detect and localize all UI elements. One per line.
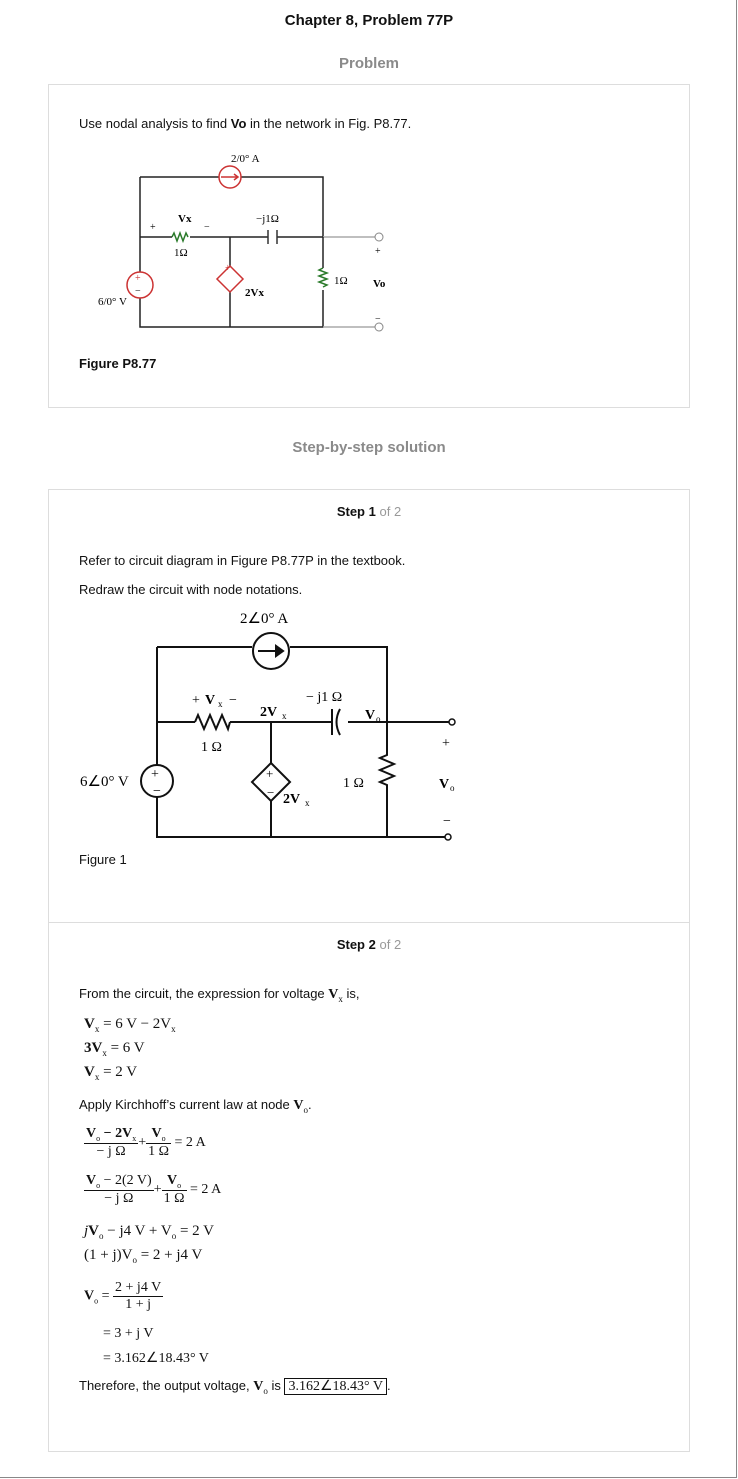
- svg-text:−: −: [135, 286, 141, 297]
- p-vx-label: Vx: [178, 213, 192, 225]
- svg-text:−: −: [375, 314, 381, 325]
- svg-text:+: +: [151, 767, 159, 782]
- svg-text:x: x: [305, 798, 310, 808]
- problem-statement: Use nodal analysis to find Vo in the net…: [79, 116, 412, 131]
- s1-current-source-label: 2∠0° A: [240, 611, 288, 627]
- kcl-eq-6: = 3 + j V: [103, 1326, 154, 1341]
- svg-text:o: o: [450, 783, 455, 793]
- problem-heading: Problem: [338, 55, 399, 72]
- step1-line2: Redraw the circuit with node notations.: [79, 582, 303, 597]
- p-dep-source-label: 2Vx: [245, 287, 264, 299]
- svg-text:+: +: [225, 263, 231, 274]
- step1-line1: Refer to circuit diagram in Figure P8.77…: [79, 553, 406, 568]
- eq-vx-1: Vx = 6 V − 2Vx: [84, 1016, 176, 1034]
- problem-circuit: 2/0° A Vx + − 1Ω −j1Ω + 2Vx 1Ω Vo + − + …: [98, 153, 386, 332]
- step1-circuit: 2∠0° A + V x − 1 Ω 2V x − j1 Ω V o 1 Ω +…: [80, 611, 456, 841]
- s1-voltage-source-label: 6∠0° V: [80, 774, 129, 790]
- eq-vx-2: 3Vx = 6 V: [84, 1040, 145, 1058]
- s1-node-2vx-label: 2V: [260, 705, 277, 720]
- svg-text:+: +: [192, 693, 200, 708]
- s1-dep-source-label: 2V: [283, 792, 300, 807]
- p-vo-label: Vo: [373, 278, 386, 290]
- svg-text:o: o: [376, 714, 381, 724]
- kcl-eq-4: (1 + j)Vo = 2 + j4 V: [84, 1247, 203, 1265]
- svg-text:−: −: [229, 693, 237, 708]
- svg-text:−: −: [153, 784, 161, 799]
- svg-text:−: −: [267, 785, 274, 800]
- svg-text:+: +: [135, 273, 141, 284]
- conclusion-line: Therefore, the output voltage, Vo is 3.1…: [79, 1378, 391, 1396]
- s1-node-vo-label: V: [365, 708, 375, 723]
- s1-r2-label: 1 Ω: [343, 776, 364, 791]
- eq-vx-3: Vx = 2 V: [84, 1064, 138, 1082]
- svg-text:+: +: [375, 246, 381, 257]
- svg-text:x: x: [218, 699, 223, 709]
- page-title: Chapter 8, Problem 77P: [284, 12, 454, 29]
- p-voltage-source-label: 6/0° V: [98, 296, 127, 308]
- problem-box: [48, 84, 690, 408]
- svg-text:−: −: [204, 222, 210, 233]
- s1-cap-label: − j1 Ω: [306, 690, 342, 705]
- p-r1-label: 1Ω: [174, 247, 188, 259]
- p-cap-label: −j1Ω: [256, 213, 279, 225]
- kcl-eq-7: = 3.162∠18.43° V: [103, 1351, 209, 1366]
- answer-box: 3.162∠18.43° V: [284, 1378, 387, 1395]
- problem-figure-caption: Figure P8.77: [79, 356, 157, 371]
- svg-text:−: −: [443, 814, 451, 829]
- kcl-eq-3: jVo − j4 V + Vo = 2 V: [84, 1223, 214, 1241]
- step2-intro: From the circuit, the expression for vol…: [79, 986, 360, 1004]
- p-current-source-label: 2/0° A: [231, 153, 260, 165]
- svg-text:+: +: [266, 766, 273, 781]
- kcl-line: Apply Kirchhoff’s current law at node Vo…: [79, 1097, 312, 1115]
- svg-text:x: x: [282, 711, 287, 721]
- step-divider: [48, 922, 690, 923]
- s1-vx-label: V: [205, 693, 215, 708]
- s1-out-vo-label: V: [439, 777, 449, 792]
- s1-r1-label: 1 Ω: [201, 740, 222, 755]
- svg-text:+: +: [150, 222, 156, 233]
- solution-box: [48, 489, 690, 1452]
- p-r2-label: 1Ω: [334, 275, 348, 287]
- step1-heading: Step 1 of 2: [336, 504, 402, 519]
- step1-figure-caption: Figure 1: [79, 852, 127, 867]
- svg-text:+: +: [442, 736, 450, 751]
- solution-heading: Step-by-step solution: [292, 439, 446, 456]
- step2-heading: Step 2 of 2: [336, 937, 402, 952]
